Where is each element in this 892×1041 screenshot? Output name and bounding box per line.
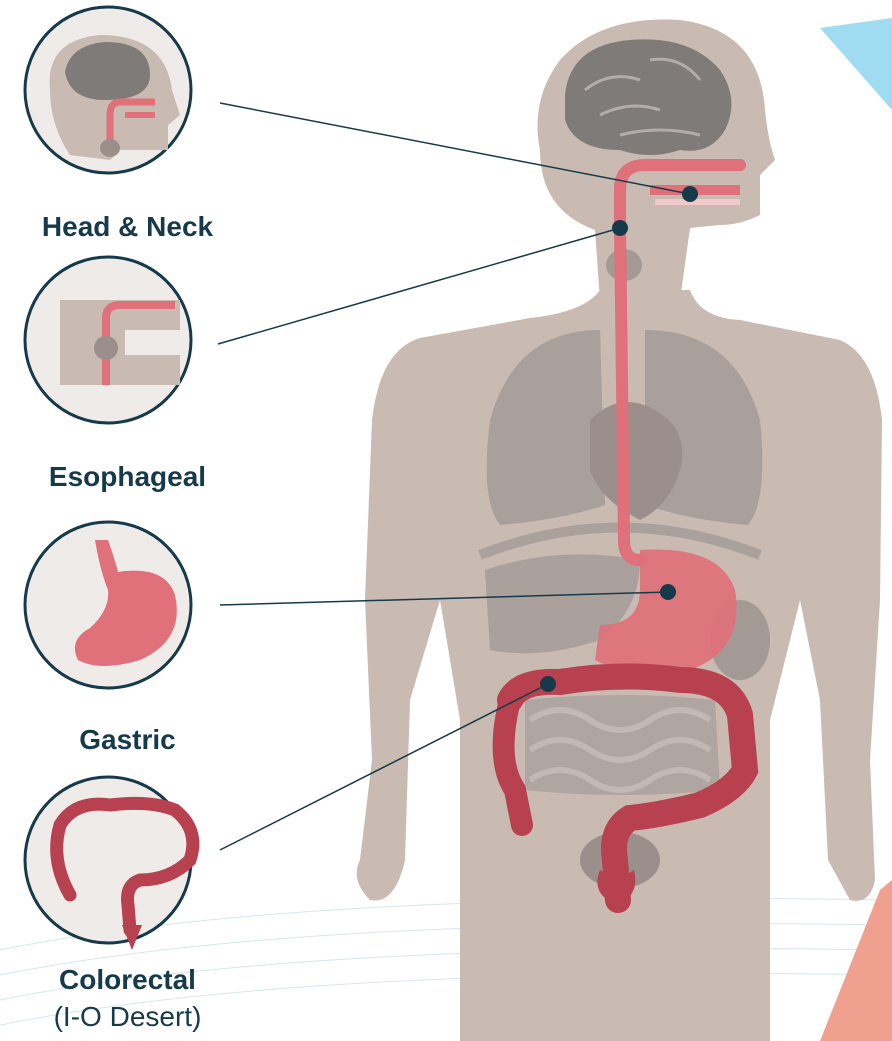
head-neck-inset[interactable] (25, 7, 191, 173)
callout-dot-head-neck (682, 186, 698, 202)
callout-dot-gastric (660, 584, 676, 600)
label-gastric: Gastric (0, 724, 255, 756)
accent-hand-shape (820, 880, 892, 1041)
label-esophageal: Esophageal (0, 461, 255, 493)
esophageal-inset[interactable] (25, 257, 191, 423)
label-head-neck: Head & Neck (0, 211, 255, 243)
label-colorectal-sub: (I-O Desert) (0, 1001, 255, 1033)
gastric-inset[interactable] (25, 522, 191, 688)
callout-dot-esophageal (612, 220, 628, 236)
callout-dot-colorectal (540, 676, 556, 692)
accent-triangle (820, 18, 892, 110)
label-colorectal: Colorectal (0, 964, 255, 996)
